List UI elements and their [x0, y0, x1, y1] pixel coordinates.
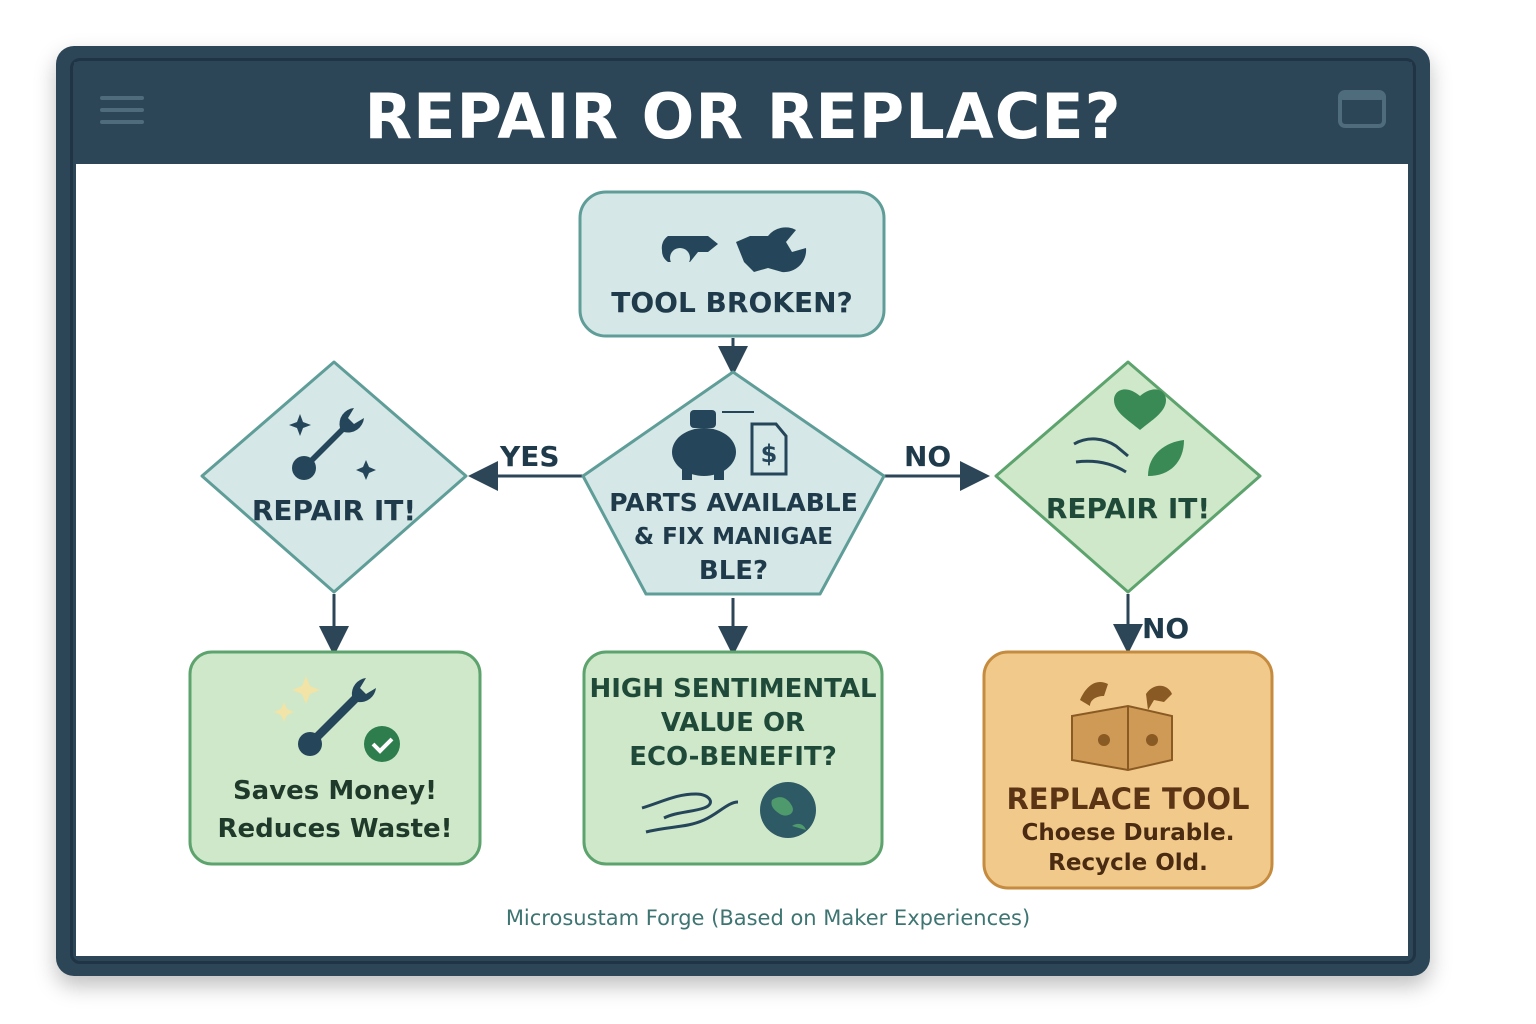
wrench-check-icon: [274, 676, 400, 762]
decision-label-line3: BLE?: [698, 556, 769, 586]
decision-label-line2: & FIX MANIGAE: [634, 524, 833, 550]
replace-line3: Recycle Old.: [1048, 850, 1208, 876]
sentimental-line3: ECO-BENEFIT?: [629, 742, 837, 772]
title-bar: REPAIR OR REPLACE?: [74, 62, 1412, 164]
hand-globe-icon: [641, 782, 816, 838]
wrench-sparkle-icon: [289, 408, 376, 480]
menu-icon[interactable]: [100, 96, 144, 124]
svg-text:$: $: [761, 440, 778, 468]
window-icon[interactable]: [1338, 90, 1386, 128]
repair-right-label: REPAIR IT!: [1045, 492, 1211, 525]
footer-caption: Microsustam Forge (Based on Maker Experi…: [505, 906, 1031, 930]
saves-line2: Reduces Waste!: [217, 814, 453, 844]
edge-label-no-down: NO: [1142, 612, 1190, 645]
edge-label-no: NO: [904, 440, 952, 473]
decision-label-line1: PARTS AVAILABLE: [609, 488, 858, 517]
node-start: [578, 190, 886, 338]
node-repair-left: [200, 360, 468, 594]
node-sentimental: [582, 650, 884, 866]
node-saves: [188, 650, 482, 866]
repair-left-label: REPAIR IT!: [251, 494, 417, 527]
node-repair-right: [994, 360, 1262, 594]
edge-label-yes: YES: [500, 440, 560, 473]
replace-line1: REPLACE TOOL: [1006, 782, 1250, 816]
tool-box-icon: [1071, 681, 1173, 772]
piggy-bank-price-tag-icon: $: [672, 410, 788, 480]
sentimental-line1: HIGH SENTIMENTAL: [589, 674, 877, 704]
sentimental-line2: VALUE OR: [660, 708, 806, 738]
heart-hand-leaf-icon: [1073, 389, 1184, 476]
node-replace: [982, 650, 1274, 890]
saves-line1: Saves Money!: [232, 776, 438, 806]
broken-wrench-icon: [661, 227, 807, 273]
start-label: TOOL BROKEN?: [611, 286, 853, 319]
page-title: REPAIR OR REPLACE?: [364, 80, 1122, 153]
window-border: [70, 58, 1416, 964]
replace-line2: Choese Durable.: [1021, 820, 1235, 846]
node-decision: $: [581, 370, 886, 596]
